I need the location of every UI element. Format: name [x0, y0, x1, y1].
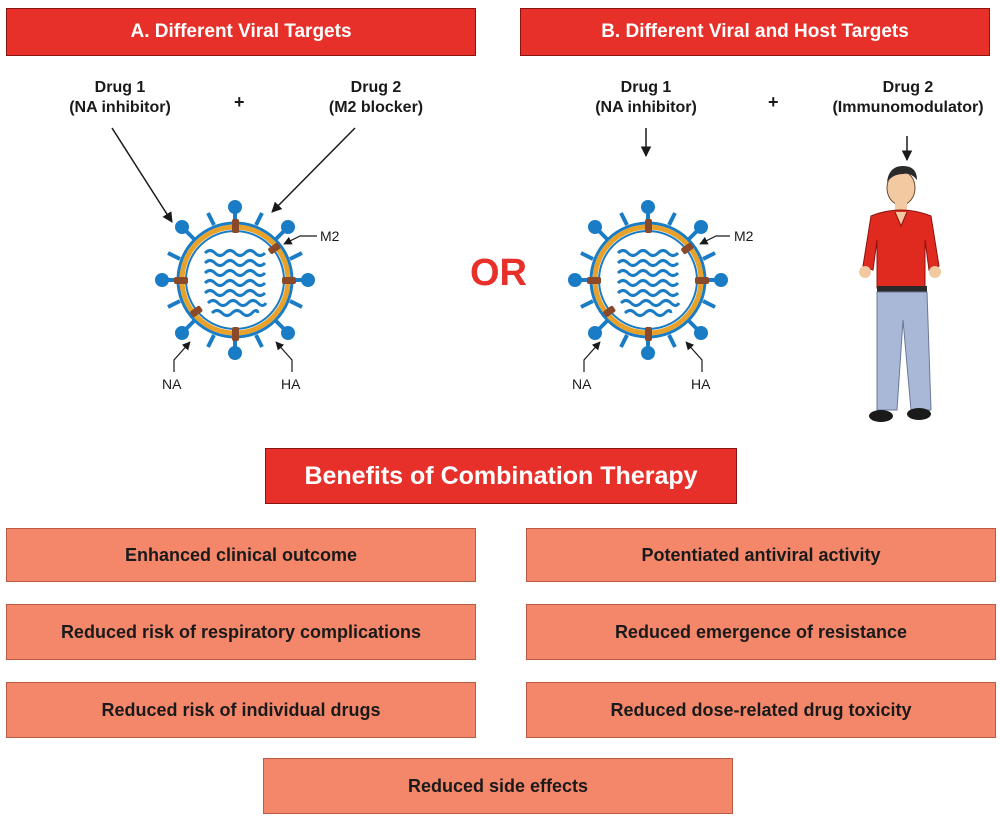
m2-label-b: M2 — [734, 228, 754, 244]
panel-b-title: B. Different Viral and Host Targets — [601, 21, 909, 42]
benefit-box: Reduced risk of individual drugs — [6, 682, 476, 738]
benefit-text: Reduced dose-related drug toxicity — [610, 700, 912, 720]
panel-a-plus: + — [234, 92, 245, 112]
m2-leader-a — [283, 235, 317, 245]
virus-a-icon — [155, 200, 315, 360]
panel-b-drug1-name: Drug 1 — [620, 79, 672, 96]
na-label-a: NA — [162, 376, 182, 392]
benefit-text: Reduced risk of respiratory complication… — [60, 622, 422, 642]
ha-label-b: HA — [691, 376, 711, 392]
benefit-box: Potentiated antiviral activity — [526, 528, 996, 582]
arrow-drug1-a — [111, 127, 173, 223]
benefit-box: Enhanced clinical outcome — [6, 528, 476, 582]
panel-a-drug2-label: Drug 2 (M2 blocker) — [296, 78, 456, 118]
or-label: OR — [470, 252, 527, 294]
m2-leader-b — [699, 235, 730, 245]
connector-lines — [111, 127, 913, 372]
ha-leader-b — [685, 341, 703, 372]
panel-b-drug2-target: (Immunomodulator) — [832, 99, 984, 116]
m2-channels — [587, 219, 709, 341]
arrow-drug2-a — [271, 127, 356, 213]
m2-channels — [174, 219, 296, 341]
ha-label-a: HA — [281, 376, 301, 392]
rna-segments — [203, 249, 268, 317]
benefit-text: Enhanced clinical outcome — [124, 545, 358, 565]
na-label-b: NA — [572, 376, 592, 392]
panel-a-drug1-name: Drug 1 — [94, 79, 146, 96]
panel-a-drug2-target: (M2 blocker) — [328, 99, 424, 116]
benefit-text: Reduced emergence of resistance — [614, 622, 908, 642]
virus-spikes — [568, 200, 728, 360]
benefit-box: Reduced side effects — [263, 758, 733, 814]
panel-a-drug2-name: Drug 2 — [350, 79, 402, 96]
benefit-text: Potentiated antiviral activity — [641, 545, 881, 565]
na-leader-a — [173, 341, 191, 372]
benefit-box: Reduced risk of respiratory complication… — [6, 604, 476, 660]
ha-leader-a — [275, 341, 293, 372]
benefits-title: Benefits of Combination Therapy — [304, 461, 698, 490]
rna-segments — [616, 249, 681, 317]
benefit-box: Reduced dose-related drug toxicity — [526, 682, 996, 738]
panel-b-plus: + — [768, 92, 779, 112]
panel-b-drug1-label: Drug 1 (NA inhibitor) — [566, 78, 726, 118]
na-leader-b — [583, 341, 601, 372]
panel-a-drug1-target: (NA inhibitor) — [69, 99, 171, 116]
panel-b-drug2-name: Drug 2 — [882, 79, 934, 96]
m2-label-a: M2 — [320, 228, 340, 244]
panel-b-drug1-target: (NA inhibitor) — [595, 99, 697, 116]
panel-b-header: B. Different Viral and Host Targets — [520, 8, 990, 56]
benefit-text: Reduced risk of individual drugs — [101, 700, 381, 720]
benefit-box: Reduced emergence of resistance — [526, 604, 996, 660]
panel-b-drug2-label: Drug 2 (Immunomodulator) — [818, 78, 998, 118]
benefit-text: Reduced side effects — [407, 776, 589, 796]
panel-a-header: A. Different Viral Targets — [6, 8, 476, 56]
benefits-header: Benefits of Combination Therapy — [265, 448, 737, 504]
panel-a-title: A. Different Viral Targets — [130, 21, 352, 42]
panel-a-drug1-label: Drug 1 (NA inhibitor) — [40, 78, 200, 118]
virus-b-icon — [568, 200, 728, 360]
human-host-icon — [859, 166, 941, 422]
